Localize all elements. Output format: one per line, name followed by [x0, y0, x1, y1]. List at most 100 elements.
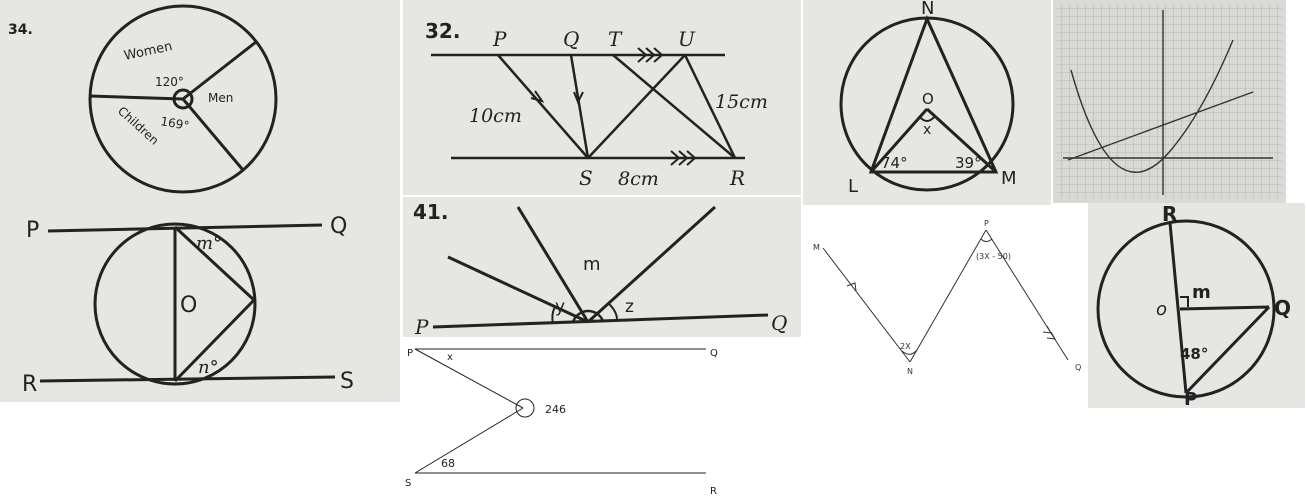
segment-np [909, 229, 987, 363]
angle-y-arc [551, 306, 556, 325]
reflex-angle-mark [515, 398, 535, 418]
angle-x-arc [918, 115, 936, 122]
label-l: L [848, 176, 858, 197]
label-q: Q [771, 311, 787, 335]
label-length-8: 8cm [618, 168, 659, 190]
pie-chart-question-panel: 34. Women 120° Men 169° Children [0, 0, 400, 205]
segment-tr [612, 54, 736, 159]
circle-diameter-figure: R m o Q 48° P [1096, 203, 1291, 408]
label-s: S [579, 166, 593, 190]
label-p: P [984, 219, 989, 228]
segment-pq [985, 229, 1069, 361]
diameter-rp [1168, 222, 1188, 394]
label-angle-m: m [1192, 282, 1211, 303]
pie-chart-figure: 34. Women 120° Men 169° Children [8, 4, 278, 194]
label-children: Children [115, 104, 161, 148]
label-o: O [922, 90, 934, 108]
segment-ol [869, 108, 929, 173]
zigzag-angles-question-panel: M P N Q (3X - 50) 2X [803, 210, 1088, 385]
parabola-curve [1070, 39, 1234, 173]
label-angle-169: 169° [159, 114, 190, 133]
segment-us [587, 54, 686, 159]
label-m: M [1001, 168, 1017, 189]
parallel-lines-question-panel: 32. P Q T U S R 10cm 15cm 8cm [403, 0, 801, 195]
label-q: Q [1075, 363, 1081, 372]
label-p: P [1184, 389, 1197, 408]
label-angle-246: 246 [545, 403, 566, 416]
parallel-lines-figure: 32. P Q T U S R 10cm 15cm 8cm [425, 19, 768, 190]
segment-ur [683, 54, 737, 159]
label-angle-74: 74° [881, 154, 908, 172]
chord-lower [173, 298, 256, 383]
chord-qp [1184, 305, 1271, 395]
circle-triangle-figure: N O x L M 74° 39° [839, 0, 1017, 197]
label-angle-x: x [447, 352, 453, 363]
label-x: x [923, 122, 931, 138]
label-angle-120: 120° [155, 75, 184, 89]
straight-line [1067, 91, 1254, 161]
label-r: R [22, 372, 37, 397]
label-u: U [678, 27, 696, 51]
label-s: S [405, 478, 411, 489]
arrows-on-pq [1042, 325, 1056, 340]
label-s: S [340, 369, 354, 394]
question-number: 41. [413, 200, 448, 224]
tangent-line-pq [47, 223, 323, 233]
label-women: Women [123, 39, 174, 64]
label-p: P [407, 348, 413, 359]
arrow-on-ps [530, 90, 545, 103]
label-men: Men [208, 91, 233, 105]
grid-background [1057, 4, 1282, 199]
angle-m-arc [571, 309, 605, 323]
graph-paper-figure [1057, 4, 1282, 199]
angle-p-arc [980, 238, 993, 242]
angle-z-arc [607, 302, 618, 321]
label-n: N [921, 0, 934, 19]
label-n: N [907, 367, 913, 376]
segment-ps [497, 54, 589, 159]
tangent-circle-figure: P Q O R S m° n° [22, 214, 354, 397]
label-angle-n: n° [198, 357, 219, 378]
ray-left [447, 255, 589, 324]
label-m: M [813, 243, 820, 252]
label-p: P [414, 315, 429, 337]
segment-om [925, 107, 998, 174]
label-r: R [710, 486, 717, 497]
ray-up-left [516, 206, 590, 323]
label-t: T [608, 27, 623, 51]
label-q: Q [330, 214, 347, 239]
label-length-10: 10cm [469, 105, 522, 127]
top-line-arrows [637, 47, 664, 63]
segment-qs [569, 54, 590, 159]
arrow-on-qs [573, 91, 584, 105]
label-o: O [180, 293, 197, 318]
label-o: o [1156, 299, 1167, 320]
segment-mn [822, 247, 911, 363]
label-r: R [1162, 203, 1177, 226]
label-p: P [492, 27, 507, 51]
question-number: 34. [8, 22, 33, 38]
reflex-angle-question-panel: P Q S R x 246 68 [403, 340, 733, 497]
bottom-line-arrows [670, 150, 697, 166]
chord-upper [173, 225, 256, 302]
tangent-line-rs [39, 375, 336, 383]
segment-s-to-vertex [414, 407, 524, 474]
pie-radius-top-right [182, 40, 257, 101]
label-angle-m: m° [196, 233, 222, 254]
center-angle-mark [172, 88, 194, 110]
label-q: Q [1274, 296, 1291, 320]
zigzag-angles-figure: M P N Q (3X - 50) 2X [813, 219, 1081, 376]
label-q: Q [710, 348, 718, 359]
triangle-nlm [868, 15, 999, 174]
label-angle-z: z [625, 297, 634, 317]
pie-circle [88, 4, 278, 194]
label-angle-m: m [583, 254, 601, 275]
angles-on-line-figure: 41. m y z P Q [413, 200, 787, 337]
label-q: Q [563, 27, 579, 51]
label-r: R [729, 166, 745, 190]
circle [1096, 219, 1276, 399]
circle [93, 222, 257, 386]
circle-triangle-question-panel: N O x L M 74° 39° [803, 0, 1051, 205]
label-angle-48: 48° [1180, 345, 1208, 363]
angles-on-line-question-panel: 41. m y z P Q [403, 197, 801, 337]
